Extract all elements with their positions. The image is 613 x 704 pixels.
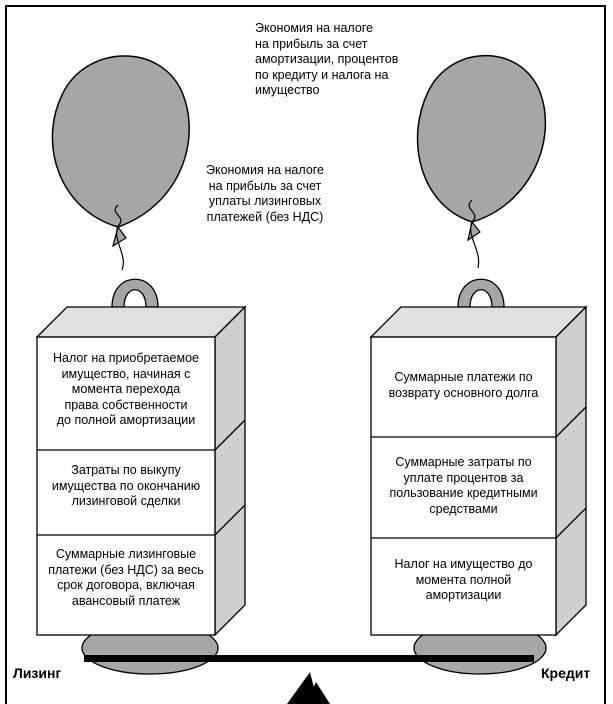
- scale-beam: [84, 655, 534, 662]
- left-block-2: Затраты по выкупу имущества по окончанию…: [51, 463, 201, 508]
- label-credit: Кредит: [541, 665, 591, 681]
- left-block-3: Суммарные лизинговые платежи (без НДС) з…: [48, 547, 204, 608]
- left-balloon: [51, 55, 190, 271]
- right-handle: [457, 278, 505, 308]
- mid-annotation: Экономия на налоге на прибыль за счет уп…: [205, 163, 325, 224]
- right-stack: [369, 305, 588, 637]
- right-block-2: Суммарные затраты по уплате процентов за…: [389, 455, 538, 516]
- left-stack: [35, 305, 247, 637]
- top-annotation: Экономия на налоге на прибыль за счет ам…: [255, 21, 399, 97]
- right-balloon: [416, 54, 547, 269]
- label-leasing: Лизинг: [13, 665, 62, 681]
- right-block-1: Суммарные платежи по возврату основного …: [388, 370, 539, 400]
- fulcrum: [287, 672, 330, 704]
- left-handle: [111, 278, 159, 308]
- right-block-3: Налог на имущество до момента полной амо…: [394, 557, 533, 602]
- left-block-1: Налог на приобретаемое имущество, начина…: [52, 351, 199, 427]
